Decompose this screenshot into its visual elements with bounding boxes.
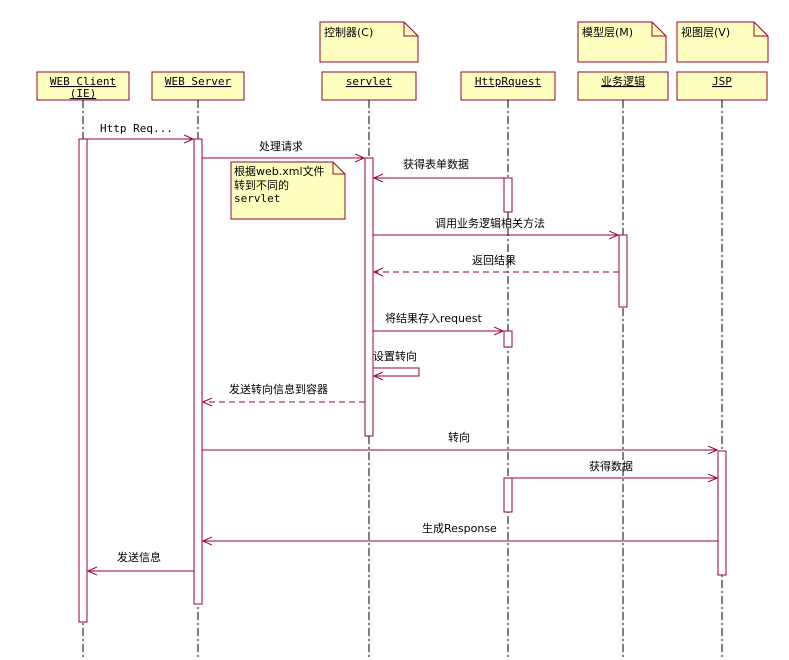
- activation-httprequest-3: [503, 477, 513, 513]
- msg-return-result-label: 返回结果: [472, 254, 516, 267]
- msg-set-forward-arrow: [373, 367, 420, 376]
- controller-note-text: 控制器(C): [324, 25, 373, 39]
- activation-client: [78, 138, 88, 623]
- lifeline-httprequest-box: HttpRquest: [460, 71, 556, 101]
- msg-process-request-label: 处理请求: [259, 140, 303, 153]
- note-line-2: 转到不同的: [234, 178, 289, 192]
- web-xml-note: 根据web.xml文件 转到不同的 servlet: [230, 161, 346, 220]
- msg-http-req-label: Http Req...: [100, 122, 173, 135]
- activation-httprequest-2: [503, 330, 513, 348]
- lifeline-jsp-box: JSP: [676, 71, 768, 101]
- msg-generate-response-label: 生成Response: [422, 521, 497, 535]
- note-line-3: servlet: [234, 192, 280, 205]
- msg-store-result-label: 将结果存入request: [385, 311, 483, 325]
- model-note-text: 模型层(M): [582, 25, 633, 39]
- lifeline-logic-box: 业务逻辑: [577, 71, 669, 101]
- model-layer-note: 模型层(M): [577, 21, 667, 63]
- lifeline-jsp-label: JSP: [712, 75, 732, 88]
- lifeline-server-box: WEB Server: [151, 71, 245, 101]
- view-layer-note: 视图层(V): [676, 21, 769, 63]
- msg-forward-label: 转向: [448, 430, 470, 444]
- msg-set-forward-label: 设置转向: [373, 349, 417, 363]
- lifeline-server-label: WEB Server: [165, 75, 232, 88]
- msg-call-business-logic-label: 调用业务逻辑相关方法: [435, 216, 545, 230]
- lifeline-client-box: WEB Client (IE): [36, 71, 130, 101]
- lifeline-httprequest-label: HttpRquest: [475, 75, 541, 88]
- note-line-1: 根据web.xml文件: [234, 164, 325, 178]
- activation-servlet: [364, 157, 374, 437]
- activation-server: [193, 138, 203, 605]
- msg-send-info-label: 发送信息: [117, 550, 161, 564]
- activation-jsp: [717, 450, 727, 576]
- lifeline-servlet-box: servlet: [321, 71, 417, 101]
- lifeline-servlet-label: servlet: [346, 75, 392, 88]
- msg-get-form-data-label: 获得表单数据: [403, 157, 469, 171]
- controller-layer-note: 控制器(C): [319, 21, 419, 63]
- lifeline-logic-label: 业务逻辑: [601, 74, 645, 88]
- msg-get-data-label: 获得数据: [589, 459, 633, 473]
- view-note-text: 视图层(V): [681, 25, 730, 39]
- lifeline-client-label: WEB Client: [50, 75, 116, 88]
- msg-send-forward-info-label: 发送转向信息到容器: [229, 382, 328, 396]
- lifeline-client-sublabel: (IE): [70, 87, 97, 100]
- activation-httprequest-1: [503, 177, 513, 213]
- activation-logic: [618, 234, 628, 308]
